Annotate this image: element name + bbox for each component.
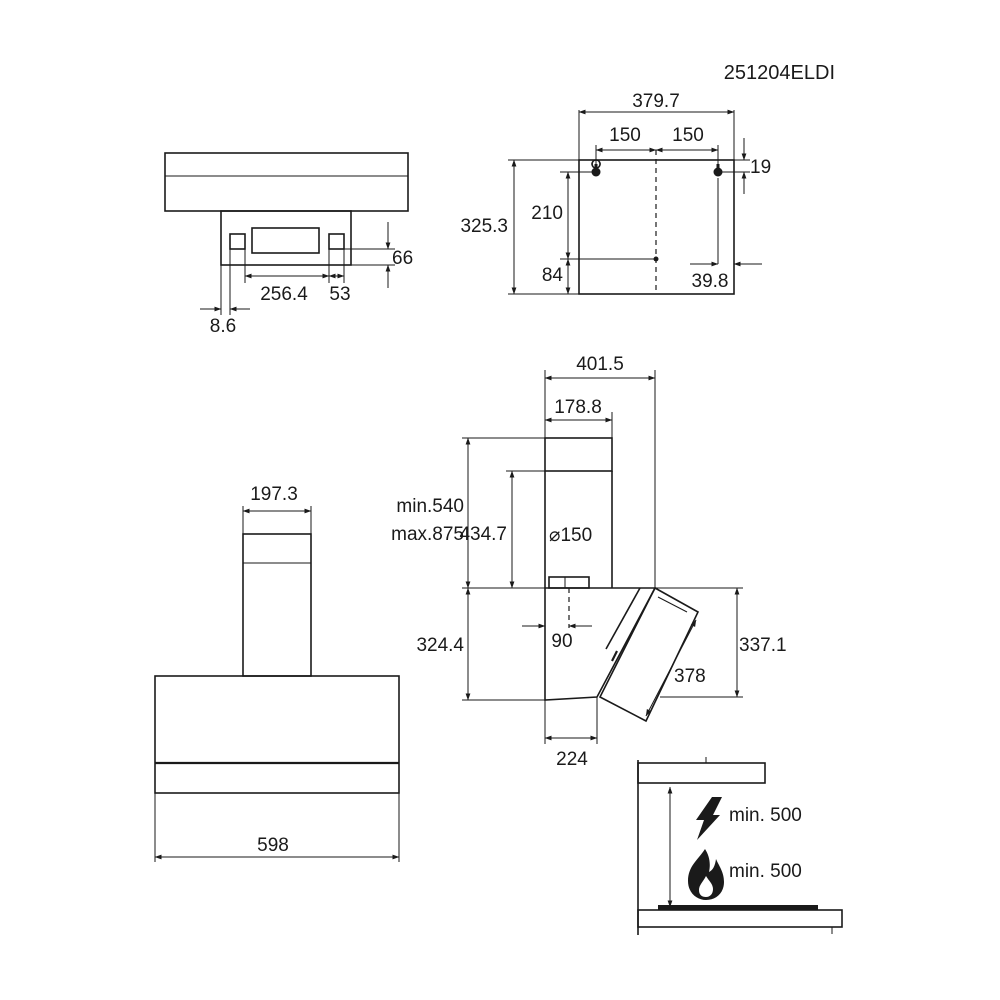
dim-side-duct: ⌀150 <box>549 525 592 546</box>
flame-icon <box>688 849 724 900</box>
dim-side-front-height: 337.1 <box>739 635 787 656</box>
dim-front-total-width: 598 <box>257 835 289 856</box>
dim-side-outlet-offset: 90 <box>551 631 572 652</box>
dim-rear-right-hole: 150 <box>672 125 704 146</box>
dim-rear-hole-side: 39.8 <box>692 271 729 292</box>
rear-view: 379.7 150 150 19 325.3 210 84 39.8 <box>460 91 771 295</box>
mounting-hole-right <box>713 164 723 177</box>
top-view: 256.4 53 8.6 66 <box>164 152 413 337</box>
dim-top-width: 256.4 <box>260 284 308 305</box>
electric-clearance-label: min. 500 <box>729 805 802 826</box>
front-view: 197.3 598 <box>154 484 400 862</box>
dim-front-chimney-width: 197.3 <box>250 484 298 505</box>
dim-side-total-depth: 401.5 <box>576 354 624 375</box>
dim-side-chimney-height: 434.7 <box>459 524 507 545</box>
dim-rear-width: 379.7 <box>632 91 680 112</box>
dim-side-body-height: 324.4 <box>416 635 464 656</box>
gas-clearance-label: min. 500 <box>729 861 802 882</box>
dim-rear-upper: 210 <box>531 203 563 224</box>
lightning-icon <box>696 797 722 840</box>
dim-rear-hole-top: 19 <box>750 157 771 178</box>
dim-side-base-depth: 224 <box>556 749 588 770</box>
side-view: 401.5 178.8 min.540 max.875 434.7 ⌀150 3… <box>391 354 786 770</box>
dim-top-depth: 66 <box>392 248 413 269</box>
dim-side-panel-length: 378 <box>674 666 706 687</box>
dim-top-offset: 8.6 <box>210 316 236 337</box>
installation-diagram: min. 500 min. 500 <box>637 757 843 935</box>
dim-top-side: 53 <box>329 284 350 305</box>
dim-side-chimney-depth: 178.8 <box>554 397 602 418</box>
dim-rear-height: 325.3 <box>460 216 508 237</box>
dim-rear-left-hole: 150 <box>609 125 641 146</box>
dim-rear-lower: 84 <box>542 265 564 286</box>
dim-side-range-max: max.875 <box>391 524 464 545</box>
model-code: 251204ELDI <box>724 62 835 84</box>
dim-side-range-min: min.540 <box>396 496 464 517</box>
